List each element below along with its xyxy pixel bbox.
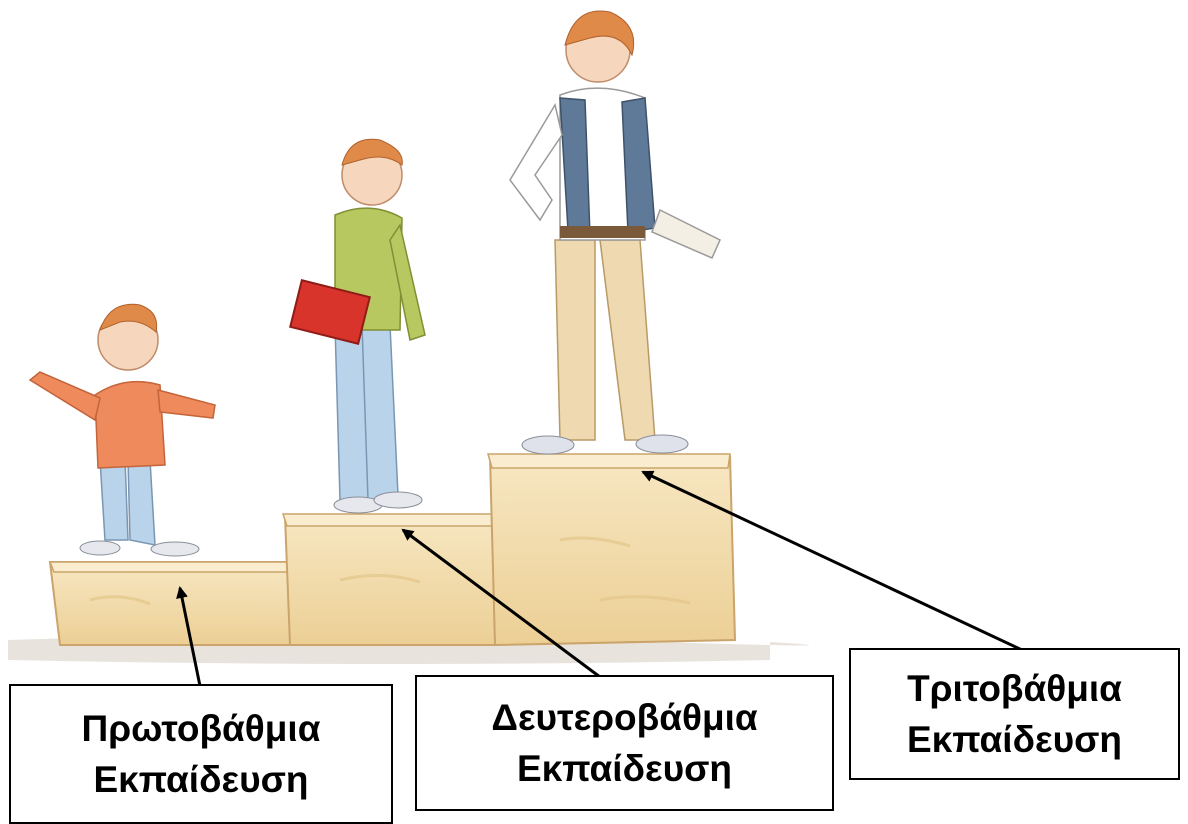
label-primary-line1: Πρωτοβάθμια	[81, 707, 321, 749]
arrow-secondary	[401, 528, 601, 679]
label-box-tertiary-education: Τριτοβάθμια Εκπαίδευση	[849, 648, 1180, 780]
red-book	[289, 279, 371, 345]
label-tertiary-line1: Τριτοβάθμια	[907, 667, 1122, 709]
label-tertiary-line2: Εκπαίδευση	[906, 719, 1123, 760]
step-1	[48, 561, 301, 646]
label-box-primary-education: Πρωτοβάθμια Εκπαίδευση	[9, 684, 393, 824]
teen-figure	[289, 138, 426, 514]
step-2	[283, 515, 501, 646]
stairs	[48, 453, 737, 647]
arrow-primary	[176, 586, 202, 687]
label-secondary-line1: Δευτεροβάθμια	[491, 696, 758, 738]
label-box-secondary-education: Δευτεροβάθμια Εκπαίδευση	[415, 675, 834, 811]
label-secondary-line2: Εκπαίδευση	[516, 748, 733, 789]
step-3	[488, 455, 737, 647]
adult-figure	[509, 10, 721, 455]
child-figure	[28, 303, 216, 557]
arrow-tertiary	[641, 470, 1023, 652]
label-primary-line2: Εκπαίδευση	[93, 759, 309, 800]
